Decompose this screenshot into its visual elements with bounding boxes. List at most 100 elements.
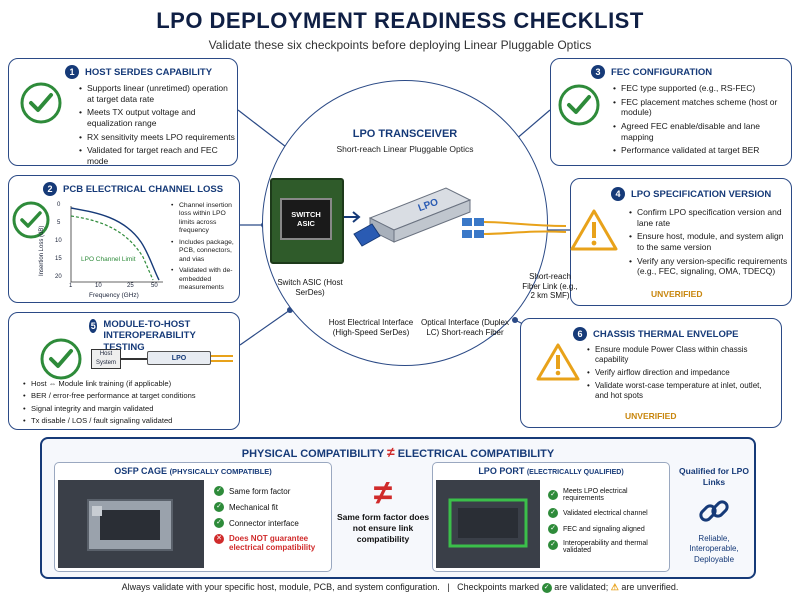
qualified-title: Qualified for LPO Links (679, 466, 749, 487)
status-badge: UNVERIFIED (651, 289, 703, 299)
bullet-list: Host ⇔ Module link training (if applicab… (23, 379, 237, 429)
bullet: FEC type supported (e.g., RS-FEC) (613, 83, 785, 94)
bullet-list: FEC type supported (e.g., RS-FEC) FEC pl… (613, 83, 785, 159)
check-icon: ✓ (214, 502, 224, 512)
bullet: Channel insertion loss within LPO limits… (171, 202, 239, 236)
card-title: LPO SPECIFICATION VERSION (631, 188, 772, 200)
bullet: Confirm LPO specification version and la… (629, 207, 789, 228)
bullet: Validated for target reach and FEC mode (79, 145, 237, 166)
y-tick: 5 (57, 220, 61, 226)
check-icon: ✓ (548, 540, 558, 550)
bullet-list: Ensure module Power Class within chassis… (587, 345, 773, 404)
page-title: LPO DEPLOYMENT READINESS CHECKLIST (156, 8, 644, 33)
asic-caption: Switch ASIC (Host SerDes) (277, 278, 343, 297)
insertion-loss-chart (70, 206, 163, 283)
bullet: Verify airflow direction and impedance (587, 368, 773, 378)
bullet-list: Supports linear (unretimed) operation at… (79, 83, 237, 169)
lpo-port-item: Interoperability and thermal validated (563, 540, 648, 554)
osfp-item: Same form factor (229, 486, 291, 496)
osfp-checklist: ✓Same form factor ✓Mechanical fit ✓Conne… (214, 486, 330, 558)
lpo-port-item: FEC and signaling aligned (563, 525, 645, 533)
check-icon (40, 338, 82, 380)
status-badge: UNVERIFIED (625, 411, 677, 421)
y-tick: 0 (57, 202, 61, 208)
x-tick: 1 (69, 283, 73, 289)
chart-y-label: Insertion Loss (dB) (39, 225, 45, 276)
card-number: 4 (611, 187, 625, 201)
page-subtitle: Validate these six checkpoints before de… (208, 38, 592, 52)
footer: Always validate with your specific host,… (0, 582, 800, 593)
y-tick: 20 (55, 274, 62, 280)
bullet: Meets TX output voltage and equalization… (79, 107, 237, 128)
card-title: FEC CONFIGURATION (611, 66, 713, 78)
footer-mid1: Checkpoints marked (457, 582, 540, 592)
arrow-right-icon (344, 211, 361, 223)
fiber-line (211, 355, 233, 357)
osfp-item: Mechanical fit (229, 502, 278, 512)
lpo-port-item: Validated electrical channel (563, 509, 648, 517)
card-number: 2 (43, 182, 57, 196)
electrical-caption: Host Electrical Interface (High-Speed Se… (328, 318, 414, 337)
check-icon: ✓ (214, 486, 224, 496)
warning-icon: ⚠ (610, 582, 619, 592)
lpo-port-title-main: LPO PORT (478, 466, 525, 476)
lpo-module-box: LPO (147, 351, 211, 365)
asic-chip: SWITCH ASIC (280, 198, 332, 240)
osfp-cage-image (58, 480, 204, 568)
x-tick: 10 (95, 283, 102, 289)
bullet: Validated with de-embedded measurements (171, 267, 239, 292)
footer-mid3: are unverified. (621, 582, 679, 592)
lpo-port-checklist: ✓Meets LPO electrical requirements ✓Vali… (548, 488, 668, 560)
y-tick: 10 (55, 238, 62, 244)
card-number: 3 (591, 65, 605, 79)
bullet-list: Confirm LPO specification version and la… (629, 207, 789, 280)
lpo-port-title: LPO PORT (ELECTRICALLY QUALIFIED) (432, 466, 670, 476)
limit-label: LPO Channel Limit (81, 256, 136, 263)
warning-icon (536, 343, 580, 381)
fiber-line (211, 360, 233, 362)
not-equal-icon: ≠ (387, 444, 395, 460)
bullet: BER / error-free performance at target c… (23, 391, 237, 401)
compat-middle-text: Same form factor does not ensure link co… (336, 512, 430, 545)
card-title: MODULE-TO-HOST INTEROPERABILITY TESTING (103, 319, 196, 353)
check-icon: ✓ (541, 582, 552, 593)
bullet: Supports linear (unretimed) operation at… (79, 83, 237, 104)
card-host-serdes: 1 HOST SERDES CAPABILITY Supports linear… (8, 58, 238, 166)
check-icon (558, 84, 600, 126)
warning-icon (570, 209, 618, 251)
bullet: Host ⇔ Module link training (if applicab… (23, 379, 237, 389)
osfp-title: OSFP CAGE (PHYSICALLY COMPATIBLE) (54, 466, 332, 476)
center-title: LPO TRANSCEIVER (352, 128, 458, 140)
osfp-title-main: OSFP CAGE (114, 466, 168, 476)
x-tick: 50 (151, 283, 158, 289)
check-icon (20, 82, 62, 124)
osfp-title-note: (PHYSICALLY COMPATIBLE) (169, 467, 272, 476)
bullet: RX sensitivity meets LPO requirements (79, 132, 237, 143)
lpo-port-title-note: (ELECTRICALLY QUALIFIED) (526, 469, 624, 476)
footer-mid2: are validated; (554, 582, 609, 592)
host-system-box: Host System (91, 349, 121, 369)
lpo-module-graphic (353, 187, 472, 247)
card-thermal-envelope: 6 CHASSIS THERMAL ENVELOPE Ensure module… (520, 318, 782, 428)
card-title: HOST SERDES CAPABILITY (85, 66, 213, 78)
bullet: Ensure module Power Class within chassis… (587, 345, 773, 365)
check-icon: ✓ (548, 508, 558, 518)
footer-left: Always validate with your specific host,… (121, 582, 440, 592)
chart-x-label: Frequency (GHz) (89, 292, 139, 299)
card-number: 6 (573, 327, 587, 341)
card-pcb-channel-loss: 2 PCB ELECTRICAL CHANNEL LOSS 0 5 10 15 … (8, 175, 240, 303)
bullet: Signal integrity and margin validated (23, 404, 237, 414)
bullet-list: Channel insertion loss within LPO limits… (171, 202, 239, 296)
fiber-caption: Short-reach Fiber Link (e.g., 2 km SMF) (522, 272, 578, 301)
bullet: Tx disable / LOS / fault signaling valid… (23, 416, 237, 426)
bullet: Performance validated at target BER (613, 145, 785, 156)
check-icon: ✓ (548, 524, 558, 534)
bullet: Verify any version-specific requirements… (629, 256, 789, 277)
footer-separator: | (447, 582, 450, 592)
osfp-warning: Does NOT guarantee electrical compatibil… (229, 534, 316, 552)
lpo-port-image (436, 480, 540, 568)
check-icon: ✓ (214, 518, 224, 528)
bullet: Validate worst-case temperature at inlet… (587, 381, 773, 401)
compat-header: PHYSICAL COMPATIBILITY ≠ ELECTRICAL COMP… (40, 444, 756, 460)
qualified-text: Reliable, Interoperable, Deployable (689, 534, 739, 564)
